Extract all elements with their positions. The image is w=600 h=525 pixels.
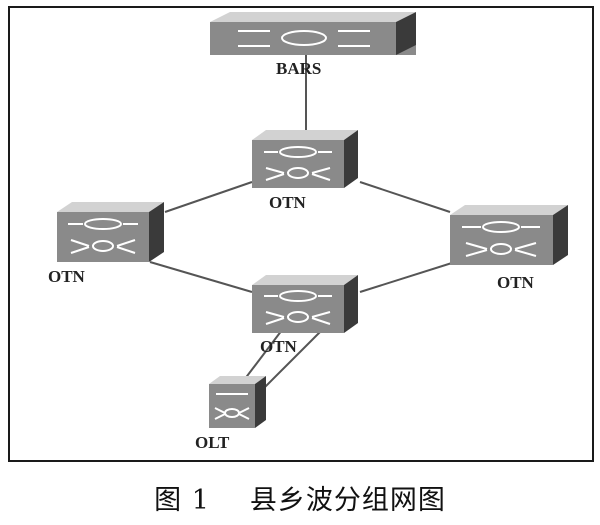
link-otn-right-otn-bottom [359,261,456,293]
otn-left-top [57,202,164,212]
otn-top-top [252,130,358,140]
switch-icon [214,393,250,420]
switch-icon [465,242,537,257]
olt-label: OLT [195,433,230,452]
otn-bottom-label: OTN [260,337,298,356]
otn-top-node: OTN [252,130,358,212]
link-otn-top-otn-left [164,181,253,213]
bars-label: BARS [276,59,321,78]
olt-side [255,376,266,428]
router-icon [68,218,138,230]
otn-right-top [450,205,568,215]
switch-icon [265,311,331,325]
figure-caption: 图 1 县乡波分组网图 [0,478,600,517]
switch-icon [265,167,331,181]
switch-icon [70,239,136,254]
bars-device-body [210,22,416,55]
otn-top-side [344,130,358,188]
figure-title: 县乡波分组网图 [249,485,446,516]
link-otn-left-otn-bottom [149,261,253,293]
network-diagram: BARS OTN OTN [48,12,568,452]
router-icon [238,30,370,47]
router-icon [462,221,540,233]
figure-number: 图 1 [154,485,210,516]
router-icon [264,146,332,158]
otn-left-label: OTN [48,267,86,286]
otn-bottom-front [252,285,344,333]
olt-node: OLT [195,376,266,452]
otn-left-front [57,212,149,262]
olt-top [209,376,266,384]
otn-bottom-top [252,275,358,285]
otn-top-label: OTN [269,193,307,212]
bars-node: BARS [210,12,416,78]
router-icon [264,290,332,302]
otn-left-side [149,202,164,262]
bars-device-top [210,12,416,22]
otn-bottom-node: OTN [252,275,358,356]
otn-right-node: OTN [450,205,568,292]
olt-front [209,384,255,428]
otn-right-label: OTN [497,273,535,292]
link-otn-bottom-olt-b [263,329,323,389]
link-otn-top-otn-right [359,181,451,213]
otn-right-side [553,205,568,265]
bars-device-side [396,12,416,55]
otn-left-node: OTN [48,202,164,286]
otn-bottom-side [344,275,358,333]
links-group [149,42,456,389]
